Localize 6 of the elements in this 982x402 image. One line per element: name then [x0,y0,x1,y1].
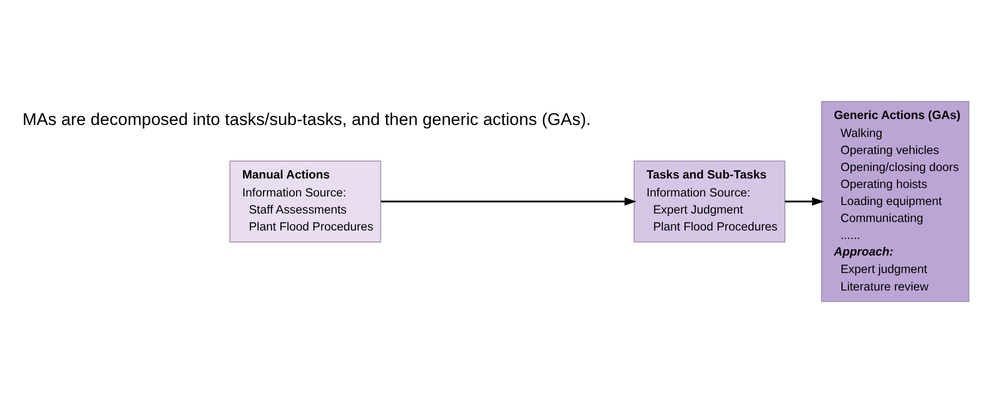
node-box: Manual Actions Information Source: Staff Assessments Plant Flood Procedures [229,160,382,242]
arrow [784,196,824,206]
node-box: Generic Actions (GAs) Walking Operating vehicles Opening/closing doors Operating hoists Loading equipment Communicating ...... Approach: Expert judgment Literature review [821,100,970,302]
node-box: Tasks and Sub-Tasks Information Source: Expert Judgment Plant Flood Procedures [634,160,786,242]
arrow [380,196,637,206]
label: MAs are decomposed into tasks/sub-tasks, and then generic actions (GAs). [22,109,591,128]
